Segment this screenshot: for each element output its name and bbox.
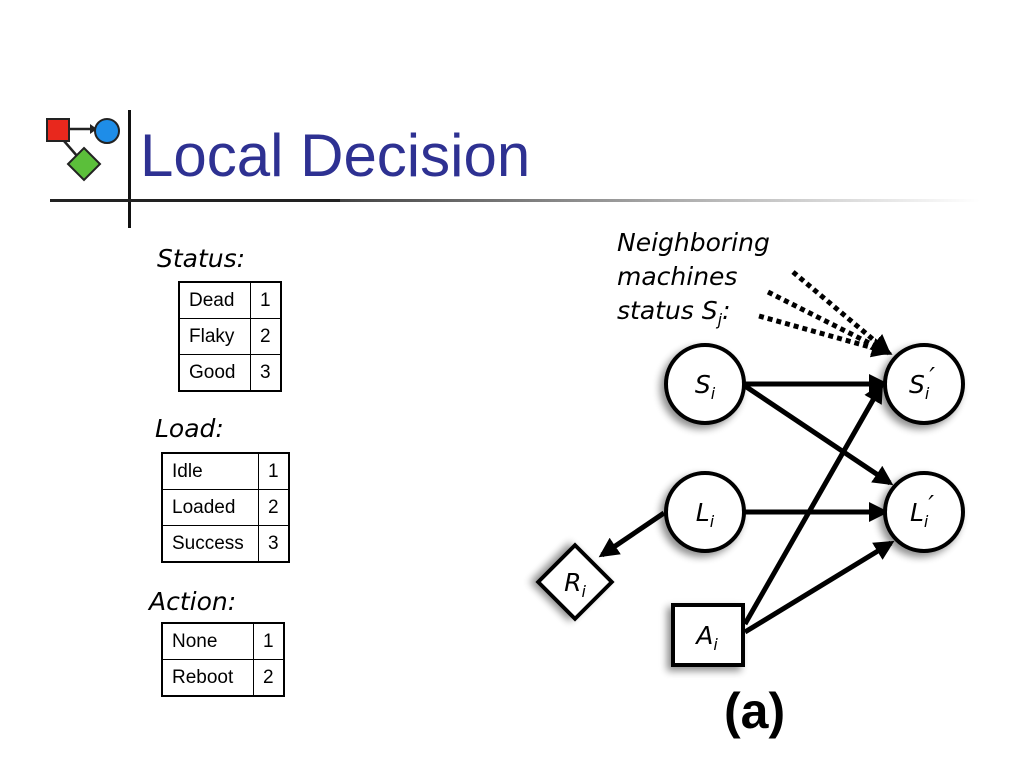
- load-label: Load:: [155, 414, 224, 443]
- node-si-subscript: i: [711, 384, 716, 403]
- action-name-cell: Reboot: [161, 659, 254, 697]
- edge-ai-to-li-prime: [743, 540, 895, 635]
- load-name-cell: Success: [161, 525, 259, 563]
- title-rule-fade: [340, 199, 980, 202]
- action-value-cell: 1: [252, 622, 285, 660]
- node-si-prime-subscript: i: [925, 384, 930, 403]
- status-name-cell: Flaky: [178, 318, 251, 355]
- node-ai-base: A: [694, 621, 713, 650]
- svg-text:Ri: Ri: [564, 568, 586, 601]
- action-table: None 1 Reboot 2: [161, 622, 285, 697]
- node-si-prime-mark: ′: [929, 362, 935, 391]
- table-row: Idle 1: [161, 452, 290, 490]
- node-ai-subscript: i: [713, 635, 718, 654]
- node-li-prime-subscript: i: [924, 512, 929, 531]
- table-row: Flaky 2: [178, 318, 282, 355]
- table-row: Loaded 2: [161, 489, 290, 526]
- load-value-cell: 2: [257, 489, 290, 526]
- svg-text:Si: Si: [695, 370, 716, 403]
- node-li-prime-mark: ′: [928, 490, 934, 519]
- node-ri-subscript: i: [581, 582, 586, 601]
- neighbor-label-subscript: j: [717, 310, 723, 329]
- title-vertical-rule: [128, 110, 131, 228]
- edge-si-to-li-prime: [743, 383, 894, 486]
- node-li: Li: [664, 471, 746, 553]
- load-value-cell: 1: [257, 452, 290, 490]
- status-label: Status:: [157, 244, 246, 273]
- flowchart-shapes-icon: [46, 118, 120, 182]
- table-row: Reboot 2: [161, 659, 285, 697]
- neighbor-status-label: Neighboring machines status Sj:: [617, 226, 770, 337]
- load-table: Idle 1 Loaded 2 Success 3: [161, 452, 290, 563]
- neighbor-dotted-edge: [766, 289, 893, 356]
- table-row: Good 3: [178, 354, 282, 392]
- svg-text:Li′: Li′: [910, 490, 934, 531]
- neighbor-label-line: Neighboring: [617, 228, 770, 257]
- svg-text:Si′: Si′: [909, 362, 935, 403]
- table-row: Success 3: [161, 525, 290, 563]
- status-value-cell: 1: [249, 281, 282, 319]
- node-ai: Ai: [671, 603, 745, 667]
- neighbor-label-text: status S: [617, 296, 718, 325]
- status-name-cell: Dead: [178, 281, 251, 319]
- load-value-cell: 3: [257, 525, 290, 563]
- title-horizontal-rule: [50, 199, 340, 202]
- node-si-base: S: [695, 370, 711, 399]
- slide-title: Local Decision: [140, 122, 531, 189]
- node-li-base: L: [696, 498, 710, 527]
- node-li-subscript: i: [710, 512, 715, 531]
- node-li-prime: Li′: [883, 471, 965, 553]
- table-row: None 1: [161, 622, 285, 660]
- node-li-prime-base: L: [910, 498, 924, 527]
- figure-label: (a): [724, 683, 786, 739]
- node-si: Si: [664, 343, 746, 425]
- node-ri-base: R: [564, 568, 581, 597]
- table-row: Dead 1: [178, 281, 282, 319]
- node-ri: Ri: [535, 542, 615, 622]
- svg-text:Li: Li: [696, 498, 715, 531]
- neighbor-label-line: machines: [617, 262, 738, 291]
- edge-li-to-ri: [598, 510, 666, 558]
- node-si-prime: Si′: [883, 343, 965, 425]
- node-si-prime-base: S: [909, 370, 925, 399]
- action-value-cell: 2: [252, 659, 285, 697]
- action-label: Action:: [149, 587, 237, 616]
- edge-ai-to-si-prime: [742, 382, 884, 626]
- load-name-cell: Idle: [161, 452, 259, 490]
- status-name-cell: Good: [178, 354, 251, 392]
- load-name-cell: Loaded: [161, 489, 259, 526]
- svg-text:Ai: Ai: [694, 621, 718, 654]
- status-table: Dead 1 Flaky 2 Good 3: [178, 281, 282, 392]
- neighbor-dotted-edge: [758, 313, 892, 358]
- status-value-cell: 2: [249, 318, 282, 355]
- neighbor-label-colon: :: [722, 296, 731, 325]
- status-value-cell: 3: [249, 354, 282, 392]
- neighbor-label-line: status Sj:: [617, 294, 770, 337]
